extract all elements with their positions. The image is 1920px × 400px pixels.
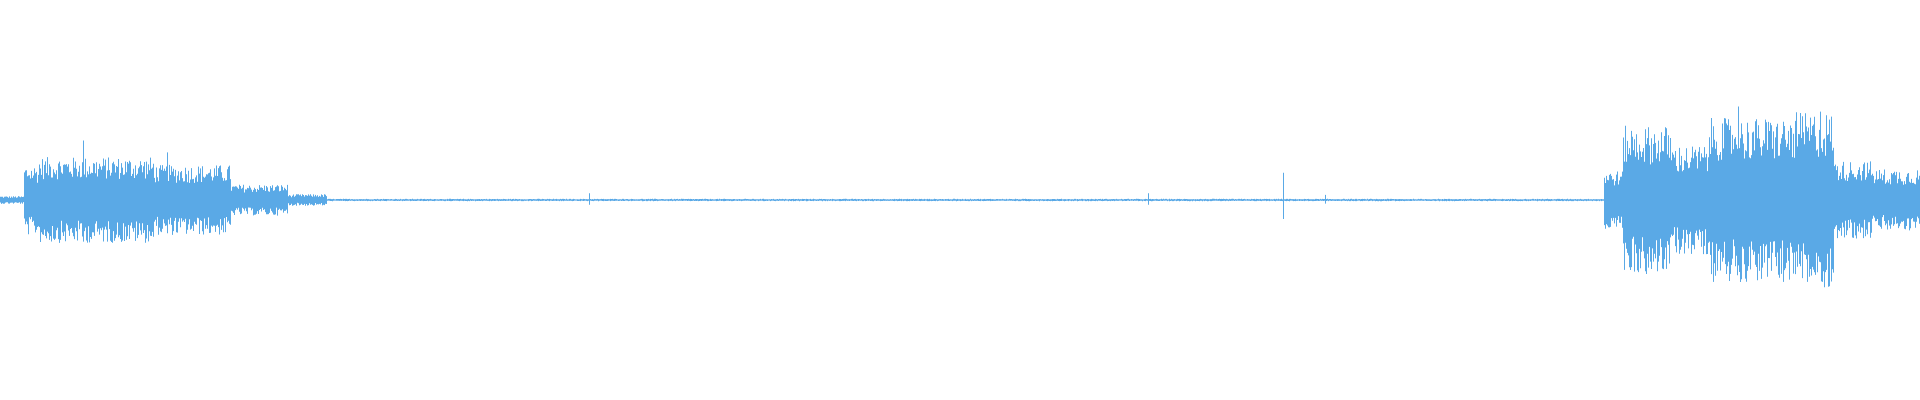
waveform-samples: [0, 106, 1920, 288]
